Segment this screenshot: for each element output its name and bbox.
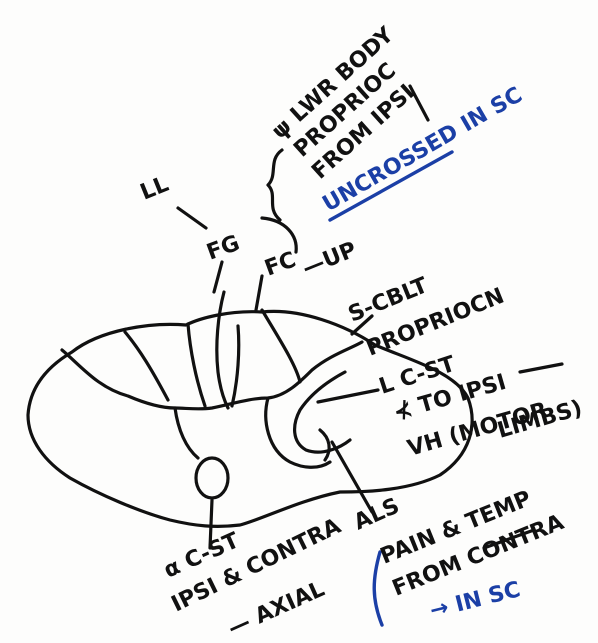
lateral-corticospinal-tract [295,372,350,452]
dorsal-septum [188,324,205,406]
blue-bracket-als [374,552,382,625]
anterior-corticospinal-tract [196,458,228,498]
leader-lcst [318,390,378,402]
leader-als [332,442,372,512]
fg-fc-bracket [262,218,296,252]
leader-fg [214,262,222,292]
als-line1: ALS [350,494,403,536]
fasciculus-gracilis-left [217,292,228,408]
fg-brace [268,150,282,220]
label-ll: LL [137,172,172,206]
label-fc-note: —UP [299,237,360,281]
leader-ll [178,208,206,228]
fasciculus-gracilis-right [232,326,239,406]
fasciculus-boundary [262,310,300,382]
leader-fc [256,276,262,310]
grey-matter-right-horn [266,398,330,467]
fasciculus-cuneatus-left [125,332,168,400]
grey-matter-left-horn [175,408,198,458]
grey-matter [62,342,362,409]
label-fg: FG [204,231,244,266]
scblt-boundary [320,430,329,460]
label-fc: FC [262,247,300,281]
ipsi-underline-lcst [520,364,562,372]
als-blue: → IN SC [427,577,523,624]
